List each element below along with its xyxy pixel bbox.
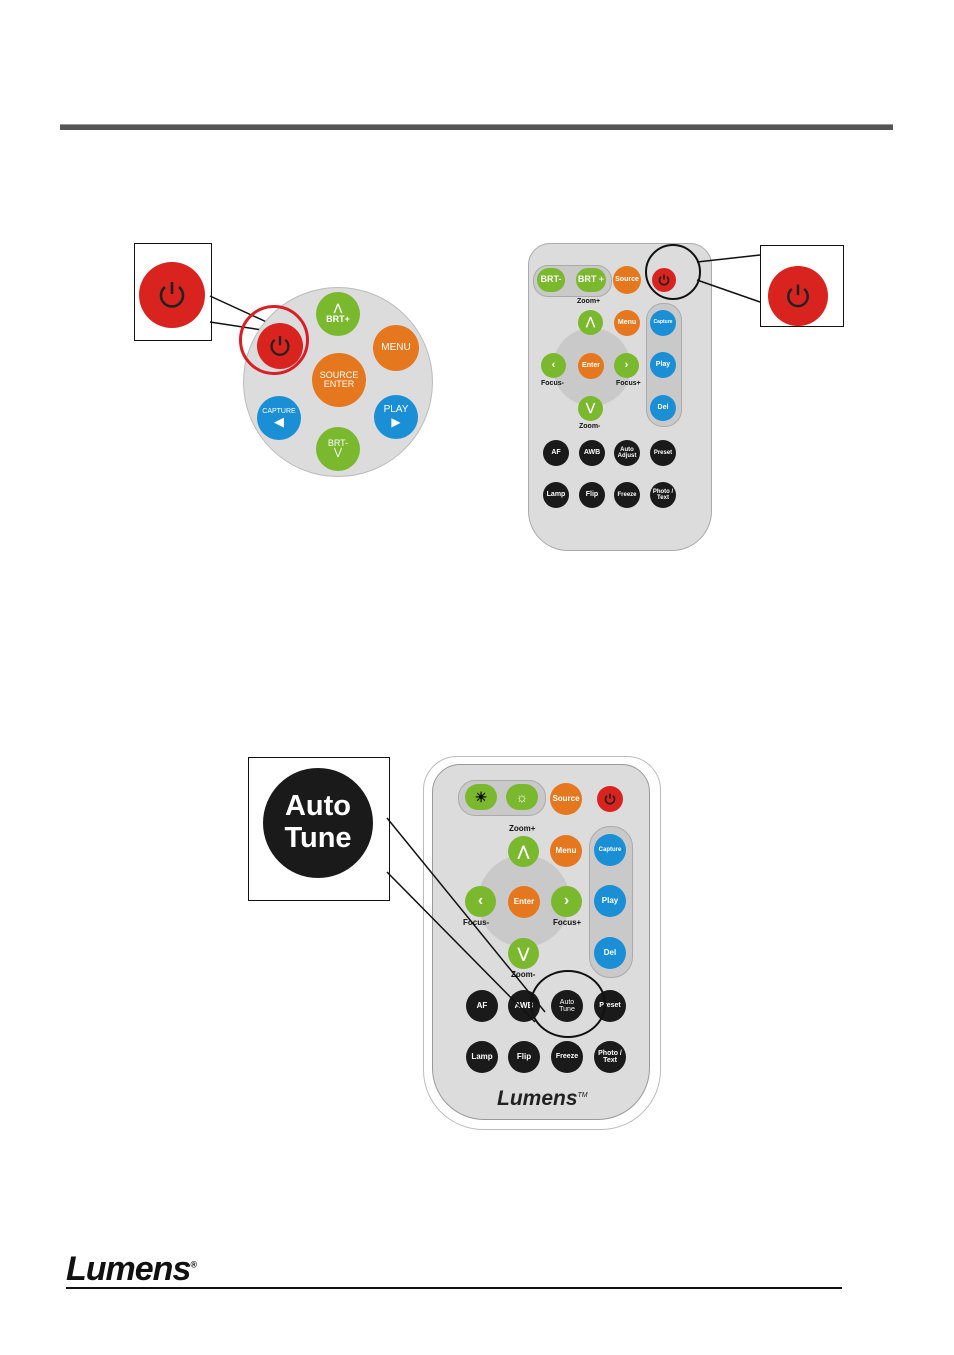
power-icon: [270, 336, 290, 356]
power-button[interactable]: [257, 323, 303, 369]
remote-a-capture-button[interactable]: Capture: [650, 310, 676, 336]
remote-a-zoom-down-button[interactable]: ⋁: [578, 396, 603, 421]
remote-a-focus-left-button[interactable]: ‹: [541, 353, 566, 378]
sun-light-icon: ☼: [515, 788, 529, 805]
remote-a-zoom-up-button[interactable]: ⋀: [578, 310, 603, 335]
arrow-right-icon: ›: [563, 892, 570, 910]
arrow-down-icon: ⋁: [517, 945, 530, 962]
remote-b-del-button[interactable]: Del: [594, 937, 626, 969]
remote-a-focus-right-button[interactable]: ›: [614, 353, 639, 378]
remote-b-play-button[interactable]: Play: [594, 885, 626, 917]
remote-b-menu-button[interactable]: Menu: [550, 835, 582, 867]
remote-b-source-button[interactable]: Source: [550, 783, 582, 815]
remote-a-zoom-minus-label: Zoom-: [579, 423, 601, 430]
remote-a-focus-plus-label: Focus+: [616, 380, 641, 387]
arrow-up-icon: ⋀: [517, 843, 530, 860]
brt-minus-button[interactable]: BRT- ⋁: [316, 427, 360, 471]
remote-a-menu-button[interactable]: Menu: [614, 310, 640, 336]
remote-b-zoom-plus-label: Zoom+: [509, 824, 536, 833]
remote-a-freeze-button[interactable]: Freeze: [614, 482, 640, 508]
footer-logo: Lumens®: [66, 1250, 197, 1288]
remote-b-zoom-minus-label: Zoom-: [511, 970, 536, 979]
remote-a-power-highlight: [645, 244, 701, 300]
sun-dark-icon: ☀: [474, 788, 488, 805]
remote-a-del-button[interactable]: Del: [650, 395, 676, 421]
arrow-right-icon: ▶: [391, 414, 401, 429]
brt-plus-button[interactable]: ⋀ BRT+: [316, 292, 360, 336]
remote-b-brand-logo: LumensTM: [497, 1087, 588, 1110]
remote-a-flip-button[interactable]: Flip: [579, 482, 605, 508]
header-rule: [60, 124, 893, 130]
arrow-right-icon: ›: [624, 358, 629, 371]
arrow-down-icon: ⋁: [333, 447, 343, 459]
source-enter-button[interactable]: SOURCE ENTER: [312, 353, 366, 407]
remote-b-auto-tune-highlight: [530, 970, 606, 1038]
power-icon: [787, 284, 809, 308]
remote-b-power-button[interactable]: [597, 786, 623, 812]
remote-b-capture-button[interactable]: Capture: [594, 834, 626, 866]
auto-tune-callout-icon: Auto Tune: [263, 768, 373, 878]
remote-b-zoom-up-button[interactable]: ⋀: [508, 836, 539, 867]
remote-b-brightness-up-button[interactable]: ☼: [506, 784, 538, 810]
arrow-left-icon: ‹: [477, 892, 484, 910]
arrow-down-icon: ⋁: [585, 401, 596, 414]
power-icon: [604, 793, 616, 805]
power-callout-icon: [139, 262, 205, 328]
remote-b-focus-right-button[interactable]: ›: [551, 886, 582, 917]
remote-b-focus-plus-label: Focus+: [553, 918, 582, 927]
arrow-left-icon: ◀: [274, 413, 284, 429]
arrow-up-icon: ⋀: [585, 315, 596, 328]
remote-b-lamp-button[interactable]: Lamp: [466, 1041, 498, 1073]
remote-b-zoom-down-button[interactable]: ⋁: [508, 938, 539, 969]
remote-a-play-button[interactable]: Play: [650, 352, 676, 378]
remote-b-flip-button[interactable]: Flip: [508, 1041, 540, 1073]
remote-b-enter-button[interactable]: Enter: [508, 886, 540, 918]
capture-button[interactable]: CAPTURE ◀: [257, 396, 301, 440]
remote-a-af-button[interactable]: AF: [543, 440, 569, 466]
remote-b-af-button[interactable]: AF: [466, 990, 498, 1022]
arrow-left-icon: ‹: [551, 358, 556, 371]
remote-a-photo-text-button[interactable]: Photo / Text: [650, 482, 676, 508]
remote-a-brt-minus-button[interactable]: BRT-: [537, 268, 565, 292]
remote-a-auto-adjust-button[interactable]: Auto Adjust: [614, 440, 640, 466]
remote-a-awb-button[interactable]: AWB: [579, 440, 605, 466]
remote-a-focus-minus-label: Focus-: [541, 380, 564, 387]
menu-button[interactable]: MENU: [373, 325, 419, 371]
remote-a-enter-button[interactable]: Enter: [578, 353, 604, 379]
remote-a-lamp-button[interactable]: Lamp: [543, 482, 569, 508]
remote-a-source-button[interactable]: Source: [613, 266, 641, 294]
power-callout-icon-right: [768, 266, 828, 326]
remote-b-focus-minus-label: Focus-: [463, 918, 490, 927]
footer-rule: [66, 1287, 842, 1289]
play-button[interactable]: PLAY ▶: [374, 395, 418, 439]
remote-a-brt-plus-button[interactable]: BRT +: [576, 268, 606, 292]
power-highlight-ring: [239, 305, 309, 375]
remote-b-focus-left-button[interactable]: ‹: [465, 886, 496, 917]
arrow-up-icon: ⋀: [333, 303, 343, 315]
remote-b-brightness-down-button[interactable]: ☀: [465, 784, 497, 810]
remote-a-zoom-plus-label: Zoom+: [577, 298, 601, 305]
remote-b-freeze-button[interactable]: Freeze: [551, 1041, 583, 1073]
power-icon: [159, 282, 185, 308]
remote-a-preset-button[interactable]: Preset: [650, 440, 676, 466]
remote-b-photo-text-button[interactable]: Photo / Text: [594, 1041, 626, 1073]
